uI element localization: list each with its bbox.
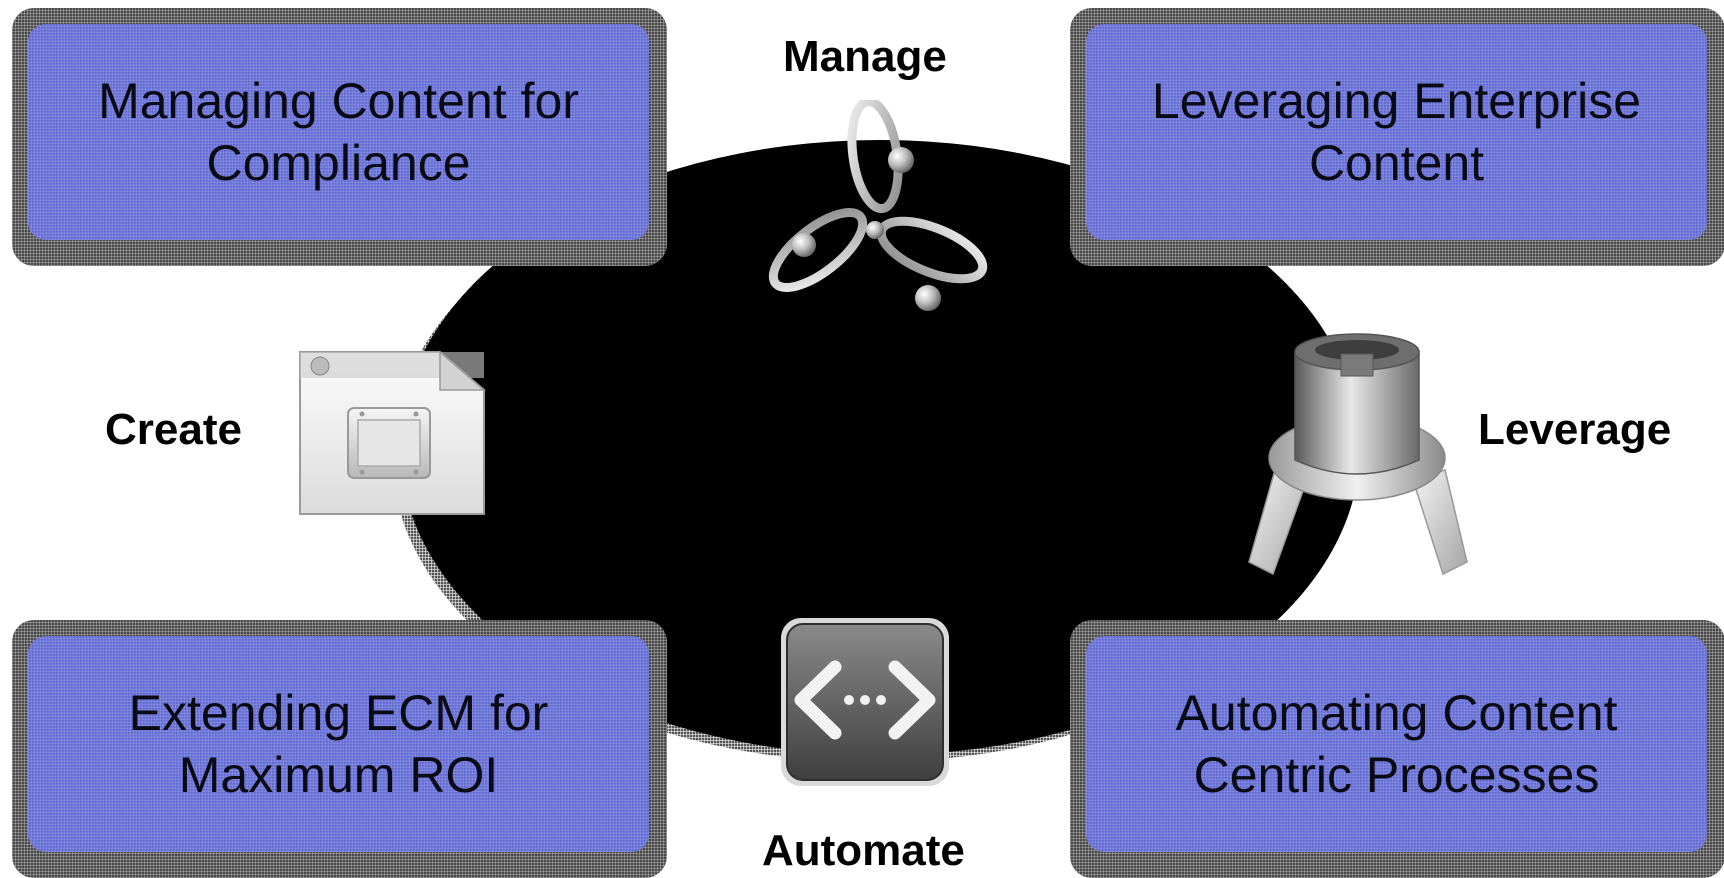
label-automate: Automate: [762, 826, 965, 875]
tri-orbit-icon: [768, 100, 988, 311]
box-text-line2: Content: [1308, 135, 1485, 191]
label-manage: Manage: [783, 32, 947, 81]
box-managing-content-panel: Managing Content for Compliance: [28, 24, 649, 240]
box-text-line1: Leveraging Enterprise: [1151, 73, 1642, 129]
cylinder-arrows-icon: [1248, 333, 1468, 576]
box-managing-content: Managing Content for Compliance: [12, 8, 667, 266]
box-extending-ecm-panel: Extending ECM for Maximum ROI: [28, 636, 649, 852]
box-leveraging-content: Leveraging Enterprise Content: [1070, 8, 1724, 266]
box-automating-content-panel: Automating Content Centric Processes: [1086, 636, 1707, 852]
document-window-icon: [299, 350, 487, 515]
box-text-line2: Maximum ROI: [178, 747, 499, 803]
label-leverage: Leverage: [1478, 405, 1672, 454]
box-text-line1: Automating Content: [1175, 685, 1618, 741]
box-extending-ecm: Extending ECM for Maximum ROI: [12, 620, 667, 878]
box-text-line1: Managing Content for: [98, 73, 579, 129]
label-create: Create: [105, 405, 242, 454]
code-brackets-icon: [781, 618, 949, 786]
box-leveraging-content-panel: Leveraging Enterprise Content: [1086, 24, 1707, 240]
box-text-line1: Extending ECM for: [128, 685, 549, 741]
box-text-line2: Centric Processes: [1193, 747, 1600, 803]
box-automating-content: Automating Content Centric Processes: [1070, 620, 1724, 878]
box-text-line2: Compliance: [206, 135, 471, 191]
